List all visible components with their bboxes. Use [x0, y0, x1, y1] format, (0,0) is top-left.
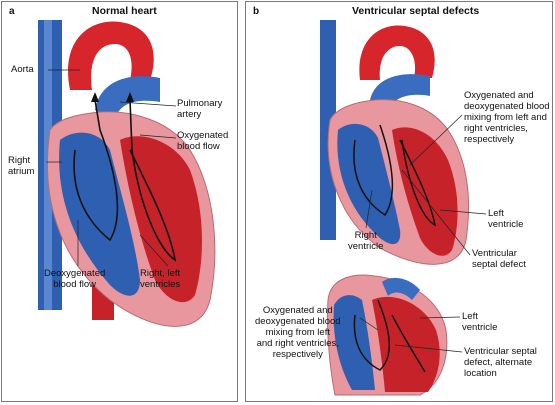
panel-b-title: Ventricular septal defects [352, 5, 480, 17]
vsd-heart-illustration-top [320, 20, 470, 265]
panel-b-leader-lines [359, 114, 487, 353]
label-right-ventricle: Right ventricle [348, 230, 384, 252]
vsd-heart-illustration-bottom [326, 274, 448, 396]
panel-b-letter: b [253, 6, 260, 17]
label-deoxygenated-blood-flow: Deoxygenated blood flow [44, 268, 106, 290]
panel-a-leader-lines [46, 69, 177, 267]
panel-a-letter: a [9, 6, 15, 17]
label-mixing-top: Oxygenated and deoxygenated blood mixing… [464, 90, 550, 145]
label-ventricular-septal-defect: Ventricular septal defect [472, 248, 526, 270]
label-aorta: Aorta [11, 64, 34, 75]
label-oxygenated-blood-flow: Oxygenated blood flow [177, 130, 229, 152]
label-mixing-bottom: Oxygenated and deoxygenated blood mixing… [255, 305, 341, 360]
label-right-left-ventricles: Right, left ventricles [140, 268, 181, 290]
label-pulmonary-artery: Pulmonary artery [177, 98, 223, 120]
normal-heart-illustration [38, 20, 216, 327]
panel-a-title: Normal heart [92, 5, 157, 17]
label-right-atrium: Right atrium [8, 155, 35, 177]
label-vsd-alternate-location: Ventricular septal defect, alternate loc… [464, 346, 537, 379]
label-left-ventricle-bottom: Left ventricle [462, 311, 498, 333]
label-left-ventricle-top: Left ventricle [488, 208, 524, 230]
